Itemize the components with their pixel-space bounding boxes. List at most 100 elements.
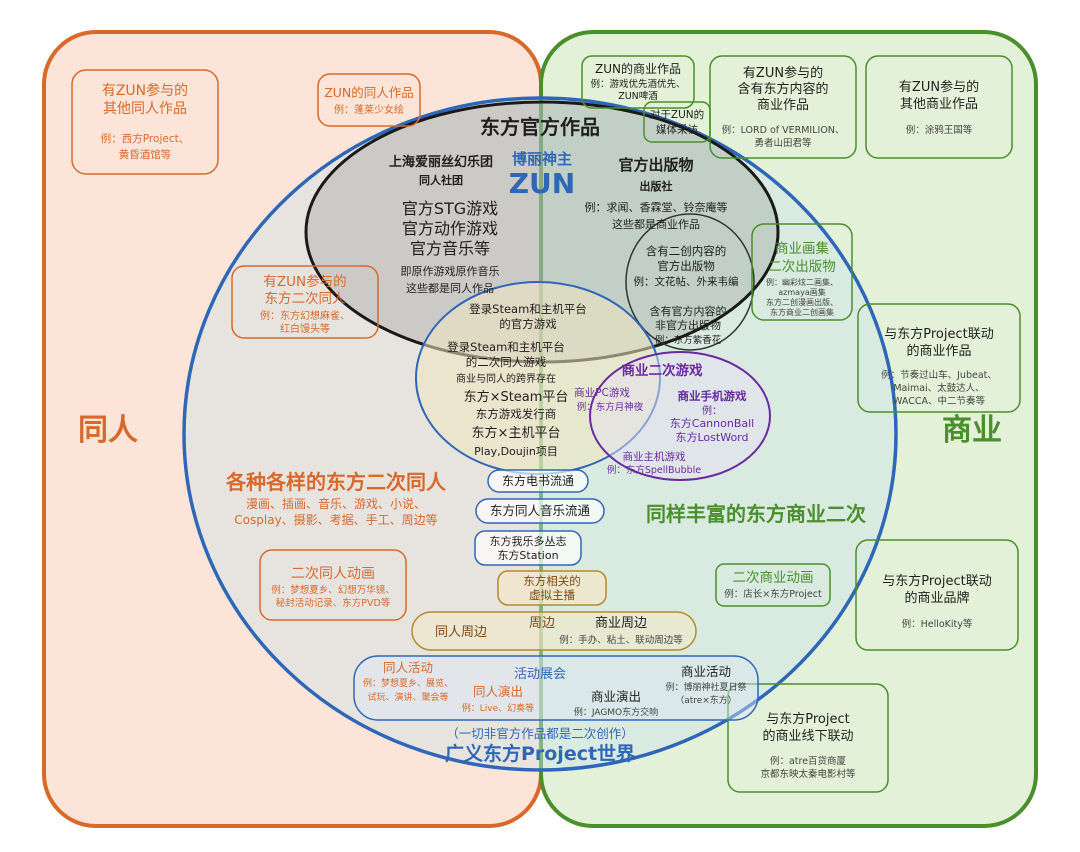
comm-mobile-games: 商业手机游戏 — [678, 389, 747, 403]
svg-text:ZUN的同人作品: ZUN的同人作品 — [324, 85, 414, 100]
comm-games-title: 商业二次游戏 — [622, 362, 703, 379]
svg-text:例：店长×东方Project: 例：店长×东方Project — [724, 588, 822, 600]
svg-text:与东方Project联动: 与东方Project联动 — [884, 326, 993, 342]
official-title: 东方官方作品 — [480, 115, 600, 139]
steam-cross-note: 商业与同人的跨界存在 — [456, 372, 556, 385]
svg-text:勇者山田君等: 勇者山田君等 — [754, 137, 812, 149]
box-zun-other-commercial: 有ZUN参与的 其他商业作品 例：涂鸦王国等 — [865, 55, 1013, 159]
console-platform: 东方×主机平台 — [472, 425, 561, 441]
official-note-2: 这些都是同人作品 — [406, 281, 494, 295]
official-games-2: 官方动作游戏 — [402, 219, 498, 238]
pill-vtuber: 东方相关的 虚拟主播 — [497, 570, 607, 606]
event-comm-activity-ex-2: （atre×东方） — [675, 694, 737, 706]
svg-text:ZUN的商业作品: ZUN的商业作品 — [595, 61, 681, 76]
box-zun-commercial-works: ZUN的商业作品 例：游戏优先酒优先、 ZUN啤酒 — [581, 55, 695, 109]
pill-ebook-distribution: 东方电书流通 — [487, 469, 589, 493]
box-commercial-anime: 二次商业动画 例：店长×东方Project — [715, 563, 831, 607]
svg-text:例：梦想夏乡、幻想万华镜、: 例：梦想夏乡、幻想万华镜、 — [271, 584, 395, 596]
world-title: 广义东方Project世界 — [445, 742, 635, 765]
comm-pc-games: 商业PC游戏 — [574, 386, 630, 399]
svg-text:虚拟主播: 虚拟主播 — [529, 588, 575, 602]
commercial-region-label: 商业 — [942, 413, 1002, 448]
box-zun-touhou-commercial: 有ZUN参与的 含有东方内容的 商业作品 例：LORD of VERMILION… — [709, 55, 857, 159]
official-pub-title: 官方出版物 — [618, 156, 693, 174]
inner-pub-official-1: 含有官方内容的 — [650, 304, 727, 318]
box-commercial-collab-works: 与东方Project联动 的商业作品 例：节奏过山车、Jubeat、 Maima… — [857, 303, 1021, 413]
event-center: 活动展会 — [514, 667, 566, 682]
steam-official-2: 的官方游戏 — [499, 317, 557, 331]
event-doujin-activity: 同人活动 — [383, 660, 433, 675]
merch-commercial: 商业周边 — [595, 616, 647, 631]
official-pub-note: 这些都是商业作品 — [612, 217, 700, 231]
pill-music-distribution: 东方同人音乐流通 — [475, 498, 605, 524]
svg-text:红白馒头等: 红白馒头等 — [280, 322, 330, 335]
official-note-1: 即原作游戏原作音乐 — [401, 264, 500, 278]
pill-touhou-station: 东方我乐多丛志 东方Station — [474, 530, 582, 566]
inner-pub-official-3: 例：东方紫香花 — [655, 334, 722, 346]
svg-text:有ZUN参与的: 有ZUN参与的 — [899, 79, 979, 95]
svg-text:例：游戏优先酒优先、: 例：游戏优先酒优先、 — [590, 78, 685, 90]
svg-text:东方电书流通: 东方电书流通 — [502, 473, 574, 488]
inner-pub-derivative-1: 含有二创内容的 — [646, 244, 727, 258]
steam-doujin-2: 的二次同人游戏 — [466, 355, 547, 369]
svg-text:二次商业动画: 二次商业动画 — [733, 570, 814, 586]
svg-text:有ZUN参与的: 有ZUN参与的 — [743, 65, 823, 81]
svg-text:有ZUN参与的: 有ZUN参与的 — [102, 82, 188, 99]
svg-text:商业作品: 商业作品 — [757, 98, 809, 113]
comm-mobile-ex-2: 东方CannonBall — [670, 416, 754, 430]
steam-platform: 东方×Steam平台 — [464, 389, 569, 405]
box-zun-other-doujin: 有ZUN参与的 其他同人作品 例：西方Project、 黄昏酒馆等 — [71, 69, 219, 175]
box-zun-interviews: 对于ZUN的 媒体采访 — [643, 101, 711, 143]
svg-text:例：西方Project、: 例：西方Project、 — [101, 132, 189, 145]
svg-text:二次同人动画: 二次同人动画 — [291, 566, 375, 582]
event-comm-live-ex: 例：JAGMO东方交响 — [574, 706, 658, 718]
merch-bar: 同人周边 周边 商业周边 例：手办、粘土、联动周边等 — [411, 611, 697, 651]
steam-doujin-1: 登录Steam和主机平台 — [447, 340, 565, 354]
svg-text:其他商业作品: 其他商业作品 — [900, 97, 978, 112]
svg-text:含有东方内容的: 含有东方内容的 — [737, 81, 828, 97]
events-bar: 同人活动 例：梦想夏乡、展览、 试玩、演讲、聚会等 活动展会 同人演出 例：Li… — [353, 655, 759, 721]
svg-text:例：HelloKity等: 例：HelloKity等 — [902, 618, 973, 630]
merch-center: 周边 — [529, 616, 555, 631]
play-doujin-project: Play,Doujin项目 — [474, 445, 558, 458]
official-games-1: 官方STG游戏 — [402, 199, 498, 218]
svg-text:例：LORD of VERMILION、: 例：LORD of VERMILION、 — [722, 124, 845, 136]
commercial-main-title: 同样丰富的东方商业二次 — [646, 502, 866, 526]
official-games-3: 官方音乐等 — [410, 239, 490, 258]
svg-text:ZUN啤酒: ZUN啤酒 — [618, 90, 658, 102]
steam-official-1: 登录Steam和主机平台 — [469, 302, 587, 316]
doujin-region-label: 同人 — [78, 413, 138, 448]
box-doujin-anime: 二次同人动画 例：梦想夏乡、幻想万华镜、 秘封活动记录、东方PVD等 — [259, 549, 407, 621]
svg-text:的商业线下联动: 的商业线下联动 — [762, 728, 853, 744]
svg-text:东方相关的: 东方相关的 — [523, 574, 581, 588]
world-subtitle: （一切非官方作品都是二次创作） — [446, 726, 634, 741]
event-doujin-live: 同人演出 — [473, 684, 523, 699]
comm-console-games: 商业主机游戏 — [623, 450, 686, 463]
doujin-main-block: 各种各样的东方二次同人 漫画、插画、音乐、游戏、小说、 Cosplay、摄影、考… — [225, 470, 447, 527]
svg-text:例：涂鸦王国等: 例：涂鸦王国等 — [906, 124, 973, 136]
svg-text:其他同人作品: 其他同人作品 — [103, 101, 187, 117]
comm-console-ex: 例：东方SpellBubble — [607, 464, 701, 476]
inner-pub-derivative-2: 官方出版物 — [657, 259, 715, 273]
svg-text:的商业品牌: 的商业品牌 — [904, 590, 969, 606]
svg-text:azmaya画集: azmaya画集 — [778, 287, 825, 297]
event-comm-activity: 商业活动 — [681, 664, 731, 679]
official-circle-type: 同人社团 — [419, 173, 463, 187]
event-doujin-activity-ex-2: 试玩、演讲、聚会等 — [367, 691, 448, 703]
event-comm-activity-ex-1: 例：博丽神社夏日祭 — [665, 681, 746, 693]
svg-text:例：atre百货商厦: 例：atre百货商厦 — [770, 755, 847, 767]
merch-doujin: 同人周边 — [435, 625, 487, 640]
comm-mobile-ex-3: 东方LostWord — [676, 430, 749, 444]
box-commercial-artbook: 商业画集 二次出版物 例：幽彩炫二画集、 azmaya画集 东方二创漫画出版、 … — [751, 223, 853, 321]
svg-text:东方同人音乐流通: 东方同人音乐流通 — [490, 503, 591, 518]
box-zun-doujin-works: ZUN的同人作品 例：蓬莱少女绘 — [317, 73, 421, 127]
official-pub-example: 例：求闻、香霖堂、铃奈庵等 — [585, 200, 728, 214]
svg-text:与东方Project: 与东方Project — [766, 711, 849, 727]
derivative-publication-circle — [625, 213, 755, 351]
comm-mobile-ex-1: 例： — [702, 404, 722, 417]
svg-text:商业画集: 商业画集 — [775, 241, 829, 257]
svg-text:的商业作品: 的商业作品 — [906, 343, 971, 359]
comm-pc-games-ex: 例：东方月神夜 — [577, 401, 644, 413]
